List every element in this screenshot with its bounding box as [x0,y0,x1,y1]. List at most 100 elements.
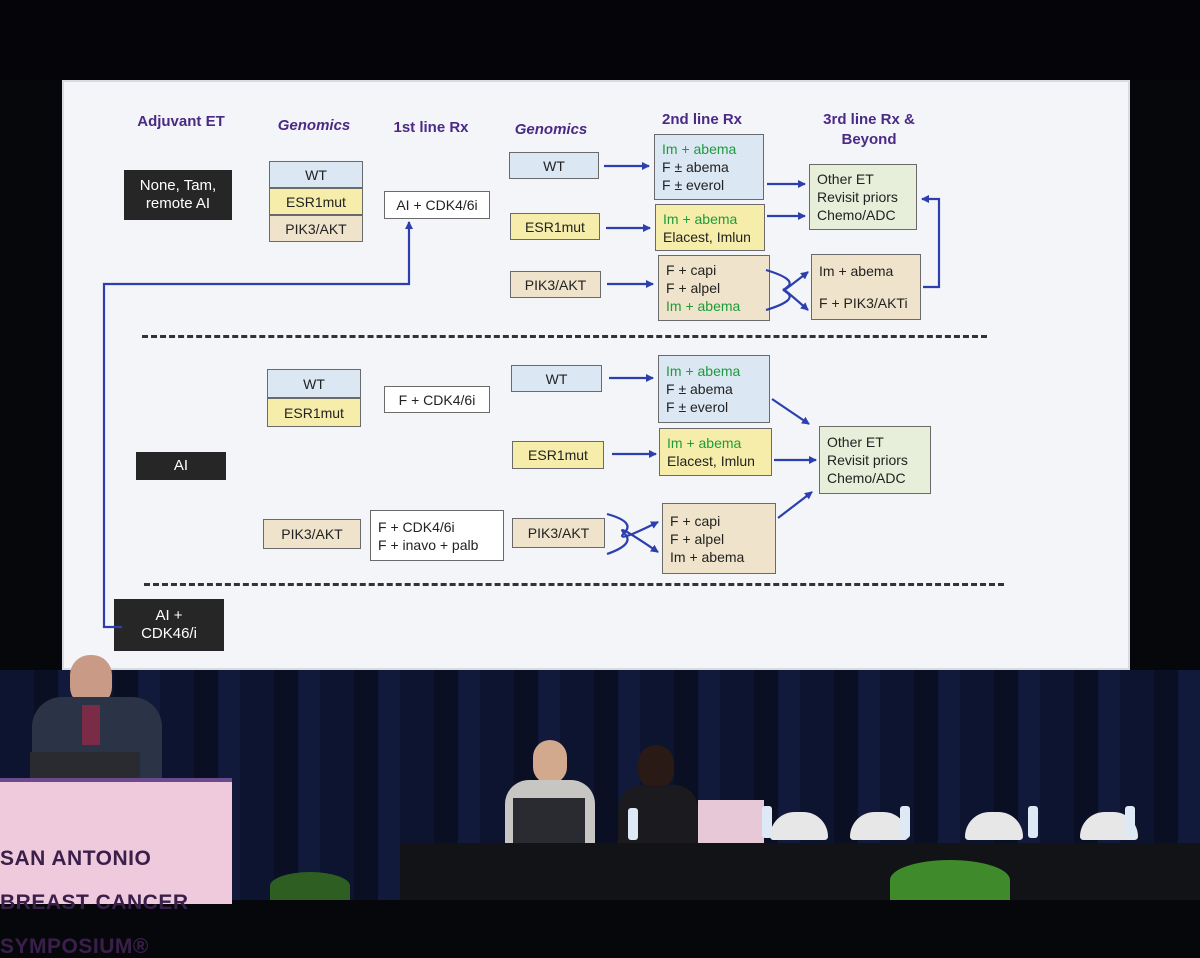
header-third-line-2: Beyond [841,131,897,148]
s2-wt-rx-box: Im + abema F ± abema F ± everol [658,355,770,423]
panelist-1-head [533,740,567,784]
water-bottle [628,808,638,840]
header-third-line: 3rd line Rx & Beyond [799,110,939,150]
flow-arrows [102,162,941,629]
s2-pik3-first-line-1: F + CDK4/6i [378,518,455,535]
first-line-ai-cdk-box: AI + CDK4/6i [384,191,490,219]
presenter-tie [82,705,100,745]
s1-esr1-rx-2: Elacest, Imlun [663,228,751,245]
header-genomics-2: Genomics [514,121,588,138]
arrow-s2-pik3-to-third [777,491,813,519]
s1-pik3-rx-box: F + capi F + alpel Im + abema [658,255,770,321]
arrow-cdk-to-first-line [102,221,413,629]
s2-third-rx-2: Revisit priors [827,452,908,468]
podium-line1: SAN ANTONIO [0,847,152,870]
header-second-line: 2nd line Rx [661,111,743,128]
genomics-wt-box: WT [269,161,363,188]
arrow-s2-wt-to-third [771,398,810,425]
panel-laptop-1 [513,798,585,844]
s2-esr1-rx-2: Elacest, Imlun [667,453,755,469]
header-third-line-1: 3rd line Rx & [823,111,915,128]
plant [890,860,1010,900]
genomics-pik3-box: PIK3/AKT [269,215,363,242]
s2-pik3-box: PIK3/AKT [512,518,605,548]
s2-genomics-wt-box: WT [267,369,361,398]
stage-background-top [0,0,1200,80]
divider-dashed-1 [142,335,987,338]
s2-pik3-rx-1: F + capi [670,512,721,529]
s2-third-rx-1: Other ET [827,434,884,450]
adjuvant-ai-box: AI [136,452,226,480]
divider-dashed-2 [144,583,1004,586]
water-bottle [762,806,772,838]
s2-pik3-rx-3: Im + abema [670,548,745,565]
s1-pik3-box: PIK3/AKT [510,271,601,298]
s2-third-rx-3: Chemo/ADC [827,470,906,486]
water-bottle [900,806,910,838]
s2-pik3-rx-box: F + capi F + alpel Im + abema [662,503,776,574]
podium [0,778,232,904]
s1-wt-rx-box: Im + abema F ± abema F ± everol [654,134,764,200]
s1-cross-rx-2: F + PIK3/AKTi [819,295,908,311]
s1-wt-rx-1: Im + abema [662,141,737,157]
s1-third-rx-3: Chemo/ADC [817,207,896,223]
s2-pik3-genomic-box: PIK3/AKT [263,519,361,549]
podium-laptop [30,752,140,780]
podium-line3: SYMPOSIUM® [0,935,149,958]
s2-genomics-esr1-box: ESR1mut [267,398,361,427]
adjuvant-ai-cdk-line1: AI + [155,607,183,624]
chair [850,812,908,840]
s1-wt-box: WT [509,152,599,179]
s2-esr1-box: ESR1mut [512,441,604,469]
s2-esr1-rx-box: Im + abema Elacest, Imlun [659,428,772,476]
genomics-stack-1: WT ESR1mut PIK3/AKT [269,161,363,242]
s2-pik3-first-line-box: F + CDK4/6i F + inavo + palb [370,510,504,561]
s1-wt-rx-2: F ± abema [662,159,729,175]
s1-esr1-box: ESR1mut [510,213,600,240]
chair [770,812,828,840]
arrow-s2-cross-top [606,512,659,538]
header-first-line: 1st line Rx [393,119,469,136]
projection-screen: Adjuvant ET Genomics 1st line Rx Genomic… [62,80,1130,670]
s1-pik3-rx-1: F + capi [666,262,717,278]
water-bottle [1125,806,1135,838]
s1-wt-rx-3: F ± everol [662,177,725,193]
s2-third-rx-box: Other ET Revisit priors Chemo/ADC [819,426,931,494]
s1-esr1-rx-1: Im + abema [663,210,738,227]
s1-cross-rx-1: Im + abema [819,263,894,279]
s1-pik3-rx-2: F + alpel [666,280,721,296]
water-bottle [1028,806,1038,838]
genomics-stack-2: WT ESR1mut [267,369,361,427]
adjuvant-none-tam-line2: remote AI [145,195,211,212]
s1-pik3-rx-3: Im + abema [666,298,741,314]
arrow-s2-cross-bottom [606,528,659,556]
s1-third-rx-1: Other ET [817,171,874,187]
s1-third-rx-box: Other ET Revisit priors Chemo/ADC [809,164,917,230]
s2-pik3-rx-2: F + alpel [670,530,725,547]
arrow-cross-bottom [765,288,809,312]
header-genomics-1: Genomics [277,117,351,134]
arrow-cross-to-third [921,195,941,289]
panelist-2-head [638,745,674,789]
plant [270,872,350,900]
header-adjuvant-et: Adjuvant ET [137,113,225,130]
s2-wt-rx-1: Im + abema [666,363,741,379]
adjuvant-ai-cdk-line2: CDK46/i [141,625,197,642]
s1-cross-rx-box: Im + abema F + PIK3/AKTi [811,254,921,320]
panel-laptop-2 [698,800,764,844]
genomics-esr1-box: ESR1mut [269,188,363,215]
podium-logo-text: SAN ANTONIO BREAST CANCER SYMPOSIUM® [0,826,232,958]
arrow-cross-top [765,268,809,292]
adjuvant-none-tam-line1: None, Tam, [139,177,217,194]
s1-esr1-rx-box: Im + abema Elacest, Imlun [655,204,765,251]
s2-pik3-first-line-2: F + inavo + palb [378,536,479,553]
adjuvant-ai-cdk-box: AI + CDK46/i [114,599,224,651]
podium-line2: BREAST CANCER [0,891,189,914]
panelist-2 [618,745,698,845]
s2-wt-rx-2: F ± abema [666,381,733,397]
s1-third-rx-2: Revisit priors [817,189,898,205]
s2-first-line-box: F + CDK4/6i [384,386,490,413]
s2-esr1-rx-1: Im + abema [667,435,742,451]
s2-wt-box: WT [511,365,602,392]
s2-wt-rx-3: F ± everol [666,399,729,415]
